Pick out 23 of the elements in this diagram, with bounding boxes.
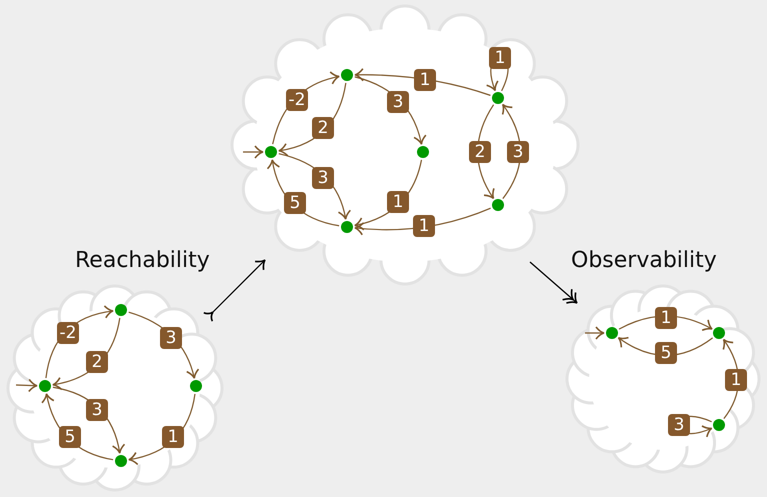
weight-label: 3 — [387, 91, 409, 113]
weight-label: 1 — [162, 426, 184, 448]
weight-label: 3 — [668, 414, 690, 436]
weight-label: -2 — [57, 322, 79, 344]
weight-label: 5 — [59, 426, 81, 448]
weight-label: -2 — [286, 89, 308, 111]
weight-label: 5 — [655, 342, 677, 364]
weight-label: 3 — [507, 141, 529, 163]
weight-label: 1 — [489, 47, 511, 69]
weight-label: 1 — [387, 191, 409, 213]
weight-label: 1 — [413, 215, 435, 237]
weight-label: 2 — [312, 117, 334, 139]
weight-label: 3 — [312, 167, 334, 189]
weight-label: 2 — [86, 351, 108, 373]
weight-label: 1 — [414, 69, 436, 91]
weight-label: 3 — [86, 399, 108, 421]
edge-label: Observability — [571, 248, 717, 274]
edge-label: Reachability — [75, 248, 210, 274]
weight-label: 1 — [725, 369, 747, 391]
weight-label: 1 — [655, 307, 677, 329]
weight-label: 5 — [284, 192, 306, 214]
weight-label: 2 — [469, 141, 491, 163]
weight-label: 3 — [160, 327, 182, 349]
